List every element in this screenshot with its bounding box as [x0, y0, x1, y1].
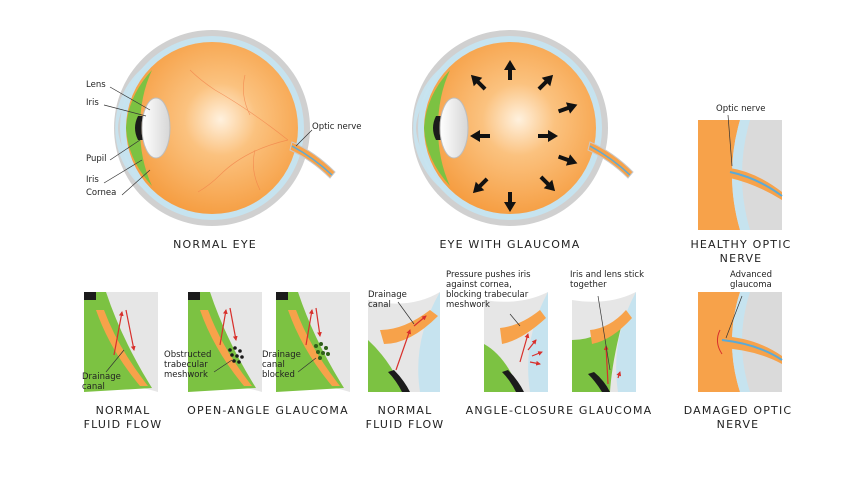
pressure-arrow-down [504, 192, 516, 212]
flow-arrows [219, 307, 238, 346]
ciliary-body [96, 310, 148, 386]
drainage-leader [105, 349, 125, 373]
retina-cross-section [698, 120, 740, 230]
caption-eye-with-glaucoma: EYE WITH GLAUCOMA [439, 238, 581, 251]
normal-eye-leaders [103, 86, 313, 196]
nerve-vessel [729, 171, 783, 197]
angle-closure-panel-a [484, 292, 548, 392]
pressure-arrow-up-left [470, 74, 487, 91]
label-pupil: Pupil [86, 154, 107, 164]
vitreous [424, 42, 596, 214]
caption-damaged-optic-nerve: DAMAGED OPTIC NERVE [683, 404, 793, 431]
label-drainage-canal-2: Drainage canal [368, 290, 407, 310]
caption-angle-closure-glaucoma: ANGLE-CLOSURE GLAUCOMA [465, 404, 653, 417]
normal-eye [103, 30, 336, 226]
flow-arrows [113, 309, 136, 356]
pressure-arrow-right-down [557, 154, 578, 166]
retina-vessels [189, 69, 289, 193]
pressure-arrows [470, 60, 578, 212]
label-lens: Lens [86, 80, 106, 90]
pressure-arrow-right [538, 130, 558, 142]
pupil-shape [135, 116, 143, 140]
optic-nerve-vessel [291, 145, 333, 176]
pupil-shape [433, 116, 441, 140]
glaucoma-eye [412, 30, 634, 226]
label-pressure-pushes: Pressure pushes iris against cornea, blo… [446, 270, 531, 310]
normal-flow-panel-1 [84, 292, 158, 392]
pressure-arrow-down-left [472, 177, 489, 194]
label-advanced-glaucoma: Advanced glaucoma [730, 270, 772, 290]
pressure-flow-arrows [519, 333, 543, 366]
pupil-edge [84, 292, 96, 300]
caption-normal-eye: NORMAL EYE [173, 238, 257, 251]
lens-shape [439, 97, 469, 159]
label-drainage-blocked: Drainage canal blocked [262, 350, 301, 380]
optic-nerve-leader [727, 114, 733, 167]
open-angle-panel-a [188, 292, 262, 392]
caption-open-angle-glaucoma: OPEN-ANGLE GLAUCOMA [187, 404, 349, 417]
optic-nerve-vessel [589, 145, 631, 176]
angle-closure-panel-b [572, 292, 636, 392]
flow-arrows [305, 307, 322, 346]
anterior-chamber [413, 62, 448, 194]
stuck-arrows [603, 345, 622, 385]
flow-arrows [395, 315, 427, 371]
pressure-arrow-left [470, 130, 490, 142]
pressure-arrow-up-right [537, 74, 554, 91]
normal-flow-panel-2 [368, 292, 440, 392]
pressure-arrow-down-right [539, 175, 556, 192]
vitreous [126, 42, 298, 214]
label-iris-lens-stick: Iris and lens stick together [570, 270, 645, 290]
lens-shape [141, 97, 171, 159]
label-iris-bottom: Iris [86, 175, 99, 185]
label-drainage-canal-1: Drainage canal [82, 372, 121, 392]
caption-healthy-optic-nerve: HEALTHY OPTIC NERVE [690, 238, 792, 265]
caption-normal-fluid-flow-2: NORMAL FLUID FLOW [365, 404, 445, 431]
open-angle-panel-b [276, 292, 350, 392]
damaged-optic-nerve-panel [698, 292, 783, 392]
blocked-dots [314, 342, 330, 360]
caption-normal-fluid-flow-1: NORMAL FLUID FLOW [83, 404, 163, 431]
label-cornea: Cornea [86, 188, 117, 198]
meshwork-dots [228, 346, 244, 364]
label-obstructed-meshwork: Obstructed trabecular meshwork [164, 350, 212, 380]
label-optic-nerve: Optic nerve [312, 122, 362, 132]
label-iris-top: Iris [86, 98, 99, 108]
healthy-optic-nerve-panel [698, 114, 783, 230]
pressure-arrow-right-up [557, 102, 578, 114]
pressure-arrow-up [504, 60, 516, 80]
label-healthy-optic-nerve: Optic nerve [716, 104, 766, 114]
